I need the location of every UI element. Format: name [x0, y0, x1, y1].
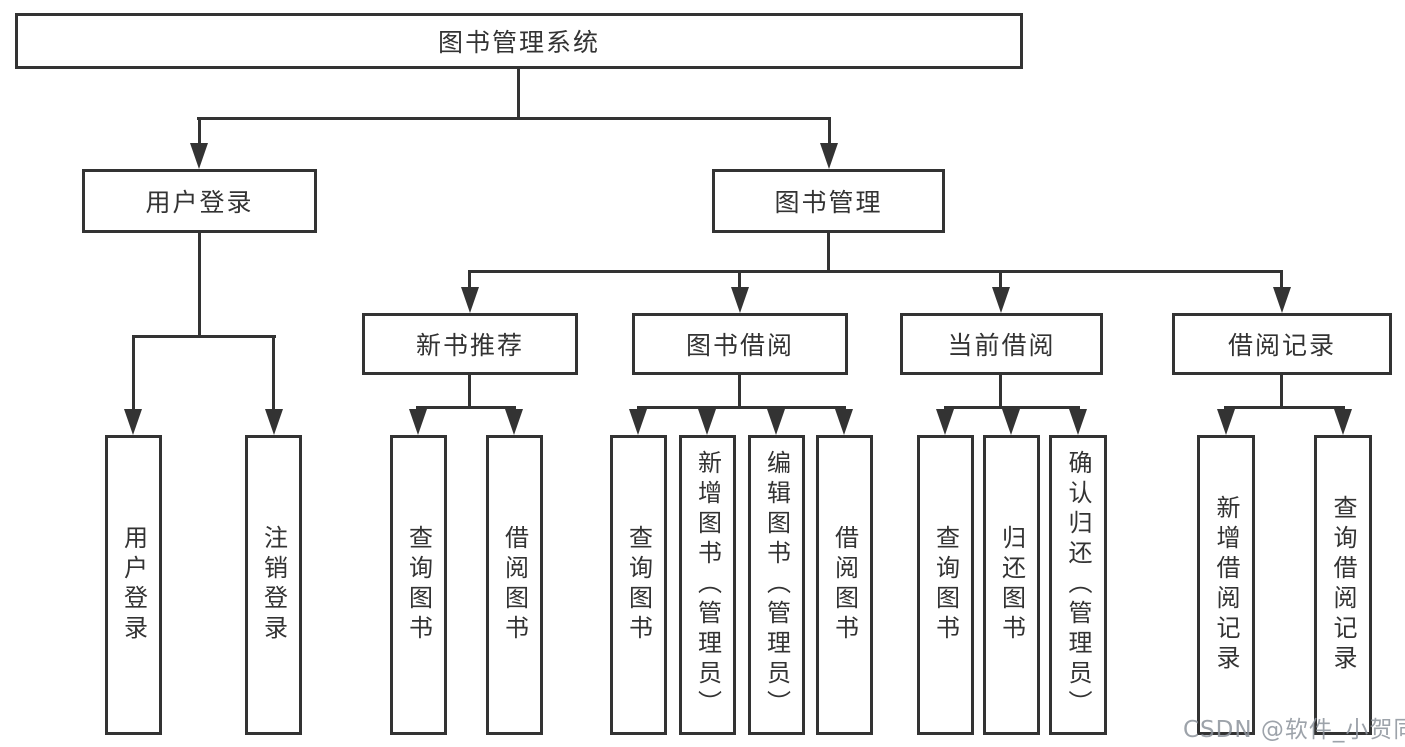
leaf-current-confirm-return-admin: 确认归还（管理员） [1049, 435, 1107, 735]
connector-level2-horizontal [468, 270, 1283, 273]
connector-stem-leaf-user-login [132, 335, 135, 411]
node-book-management: 图书管理 [712, 169, 945, 233]
connector-current-borrow-drop [999, 375, 1002, 408]
leaf-user-login: 用户登录 [105, 435, 162, 735]
connector-stem-user-login [198, 117, 201, 145]
arrow-down-icon [731, 287, 749, 313]
arrow-down-icon [124, 409, 142, 435]
leaf-borrowing-query-books: 查询图书 [610, 435, 667, 735]
node-book-borrowing: 图书借阅 [632, 313, 848, 375]
connector-book-borrow-horizontal [637, 406, 846, 409]
connector-new-books-horizontal [416, 406, 516, 409]
arrow-down-icon [461, 287, 479, 313]
leaf-records-add-record: 新增借阅记录 [1197, 435, 1255, 735]
arrow-down-icon [409, 409, 427, 435]
connector-level1-horizontal [197, 117, 831, 120]
arrow-down-icon [767, 409, 785, 435]
arrow-down-icon [835, 409, 853, 435]
arrow-down-icon [629, 409, 647, 435]
connector-stem-new-books [468, 270, 471, 289]
node-current-borrowing: 当前借阅 [900, 313, 1103, 375]
connector-borrow-records-horizontal [1224, 406, 1345, 409]
arrow-down-icon [820, 143, 838, 169]
arrow-down-icon [505, 409, 523, 435]
connector-book-borrow-drop [738, 375, 741, 408]
leaf-borrowing-edit-books-admin: 编辑图书（管理员） [748, 435, 805, 735]
connector-stem-leaf-logout [272, 335, 275, 411]
connector-stem-book-management [828, 117, 831, 145]
arrow-down-icon [190, 143, 208, 169]
arrow-down-icon [936, 409, 954, 435]
arrow-down-icon [992, 287, 1010, 313]
arrow-down-icon [698, 409, 716, 435]
csdn-watermark: CSDN @软件_小贺同学 [1183, 717, 1405, 743]
connector-root-drop [517, 69, 520, 119]
leaf-borrowing-add-books-admin: 新增图书（管理员） [679, 435, 736, 735]
connector-stem-borrow-records [1280, 270, 1283, 289]
arrow-down-icon [1002, 409, 1020, 435]
arrow-down-icon [1273, 287, 1291, 313]
arrow-down-icon [1334, 409, 1352, 435]
arrow-down-icon [1217, 409, 1235, 435]
connector-stem-current-borrow [999, 270, 1002, 289]
connector-new-books-drop [468, 375, 471, 408]
leaf-borrowing-borrow-books: 借阅图书 [816, 435, 873, 735]
arrow-down-icon [1069, 409, 1087, 435]
leaf-newbooks-borrow-books: 借阅图书 [486, 435, 543, 735]
node-user-login: 用户登录 [82, 169, 317, 233]
connector-current-borrow-horizontal [944, 406, 1080, 409]
connector-book-management-drop [827, 233, 830, 272]
leaf-logout: 注销登录 [245, 435, 302, 735]
leaf-current-query-books: 查询图书 [917, 435, 974, 735]
node-root: 图书管理系统 [15, 13, 1023, 69]
connector-stem-book-borrow [738, 270, 741, 289]
leaf-newbooks-query-books: 查询图书 [390, 435, 447, 735]
connector-user-login-horizontal [132, 335, 276, 338]
node-new-book-recommend: 新书推荐 [362, 313, 578, 375]
leaf-records-query-record: 查询借阅记录 [1314, 435, 1372, 735]
leaf-current-return-books: 归还图书 [983, 435, 1040, 735]
arrow-down-icon [265, 409, 283, 435]
connector-borrow-records-drop [1280, 375, 1283, 408]
connector-user-login-drop [198, 233, 201, 338]
node-borrowing-records: 借阅记录 [1172, 313, 1392, 375]
